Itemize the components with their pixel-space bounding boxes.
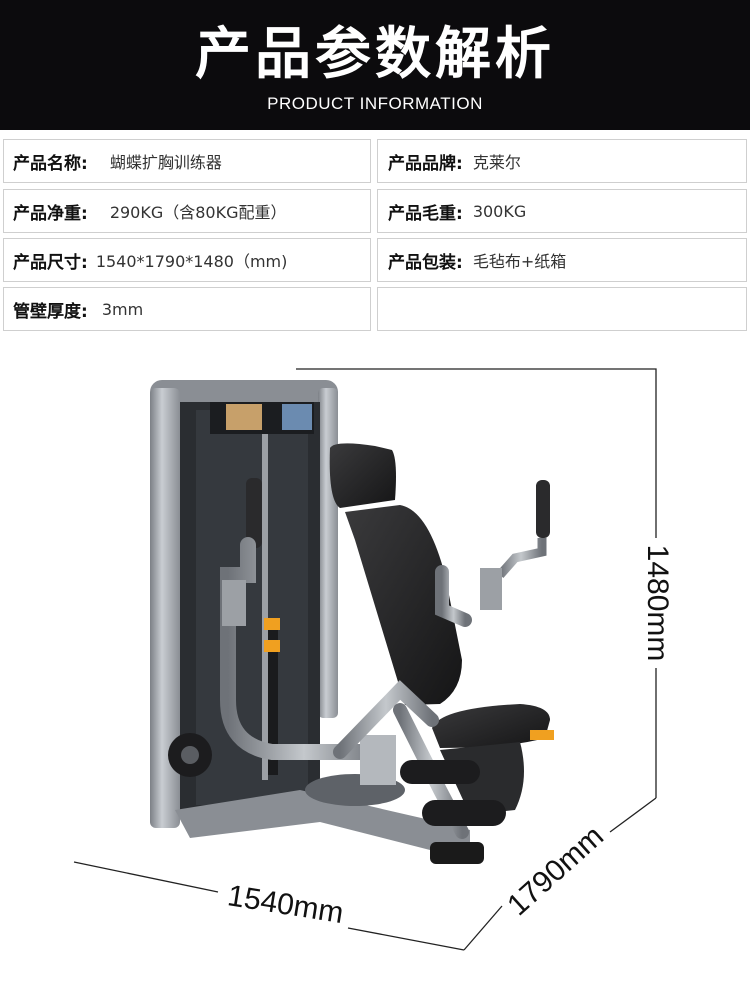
spec-cell-wall-thickness: 管壁厚度: 3mm bbox=[3, 287, 371, 331]
spec-value: 毛毡布+纸箱 bbox=[472, 252, 567, 271]
page-subtitle: PRODUCT INFORMATION bbox=[267, 94, 483, 113]
product-image: 1480mm 1790mm 1540mm bbox=[73, 368, 674, 951]
spec-cell-empty bbox=[377, 287, 747, 331]
spec-label: 产品品牌: bbox=[388, 153, 463, 174]
spec-label: 产品毛重: bbox=[388, 203, 463, 224]
spec-value: 300KG bbox=[472, 201, 527, 221]
spec-value: 克莱尔 bbox=[472, 153, 521, 172]
dimension-depth: 1790mm bbox=[501, 820, 610, 923]
dimension-width: 1540mm bbox=[225, 879, 345, 930]
spec-cell-packaging: 产品包装: 毛毡布+纸箱 bbox=[377, 238, 747, 282]
spec-cell-name: 产品名称: 蝴蝶扩胸训练器 bbox=[3, 139, 371, 183]
spec-label: 产品尺寸: bbox=[13, 252, 88, 273]
header-banner: 产品参数解析 PRODUCT INFORMATION bbox=[0, 0, 750, 130]
spec-cell-gross-weight: 产品毛重: 300KG bbox=[377, 189, 747, 233]
page-title: 产品参数解析 bbox=[195, 22, 555, 87]
spec-value: 1540*1790*1480（mm) bbox=[95, 252, 288, 271]
spec-label: 产品包装: bbox=[388, 252, 463, 273]
spec-label: 管壁厚度: bbox=[13, 301, 88, 322]
spec-value: 290KG（含80KG配重） bbox=[109, 203, 287, 222]
spec-label: 产品名称: bbox=[13, 153, 88, 174]
foot-rollers bbox=[168, 733, 506, 826]
spec-value: 蝴蝶扩胸训练器 bbox=[109, 153, 222, 172]
spec-label: 产品净重: bbox=[13, 203, 88, 224]
spec-cell-net-weight: 产品净重: 290KG（含80KG配重） bbox=[3, 189, 371, 233]
left-arm bbox=[220, 478, 396, 785]
spec-value: 3mm bbox=[101, 299, 144, 319]
dimension-lines bbox=[73, 368, 657, 951]
dimension-height: 1480mm bbox=[641, 545, 674, 662]
spec-cell-brand: 产品品牌: 克莱尔 bbox=[377, 139, 747, 183]
right-arm bbox=[480, 480, 550, 610]
spec-cell-size: 产品尺寸: 1540*1790*1480（mm) bbox=[3, 238, 371, 282]
